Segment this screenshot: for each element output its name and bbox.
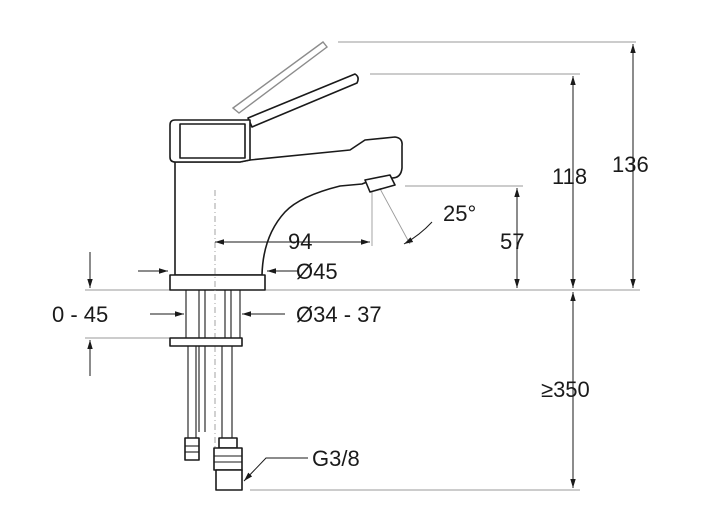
label-118: 118 [552, 164, 587, 189]
label-deck-thickness: 0 - 45 [52, 302, 108, 327]
hose-fitting-right [213, 437, 243, 491]
leader-g38 [243, 457, 308, 482]
label-hose-length: ≥350 [541, 377, 590, 402]
label-136: 136 [612, 152, 649, 177]
extension-lines [85, 41, 640, 491]
label-diameter-45: Ø45 [296, 259, 338, 284]
label-25-degrees: 25° [443, 201, 476, 226]
label-57: 57 [500, 229, 524, 254]
label-diameter-34-37: Ø34 - 37 [296, 302, 382, 327]
label-94: 94 [288, 229, 312, 254]
dimension-angle-25 [403, 221, 433, 245]
raised-lever-ghost [231, 41, 328, 114]
label-g38: G3/8 [312, 446, 360, 471]
hose-fitting-left [184, 437, 200, 461]
mounting-hardware [169, 290, 243, 438]
